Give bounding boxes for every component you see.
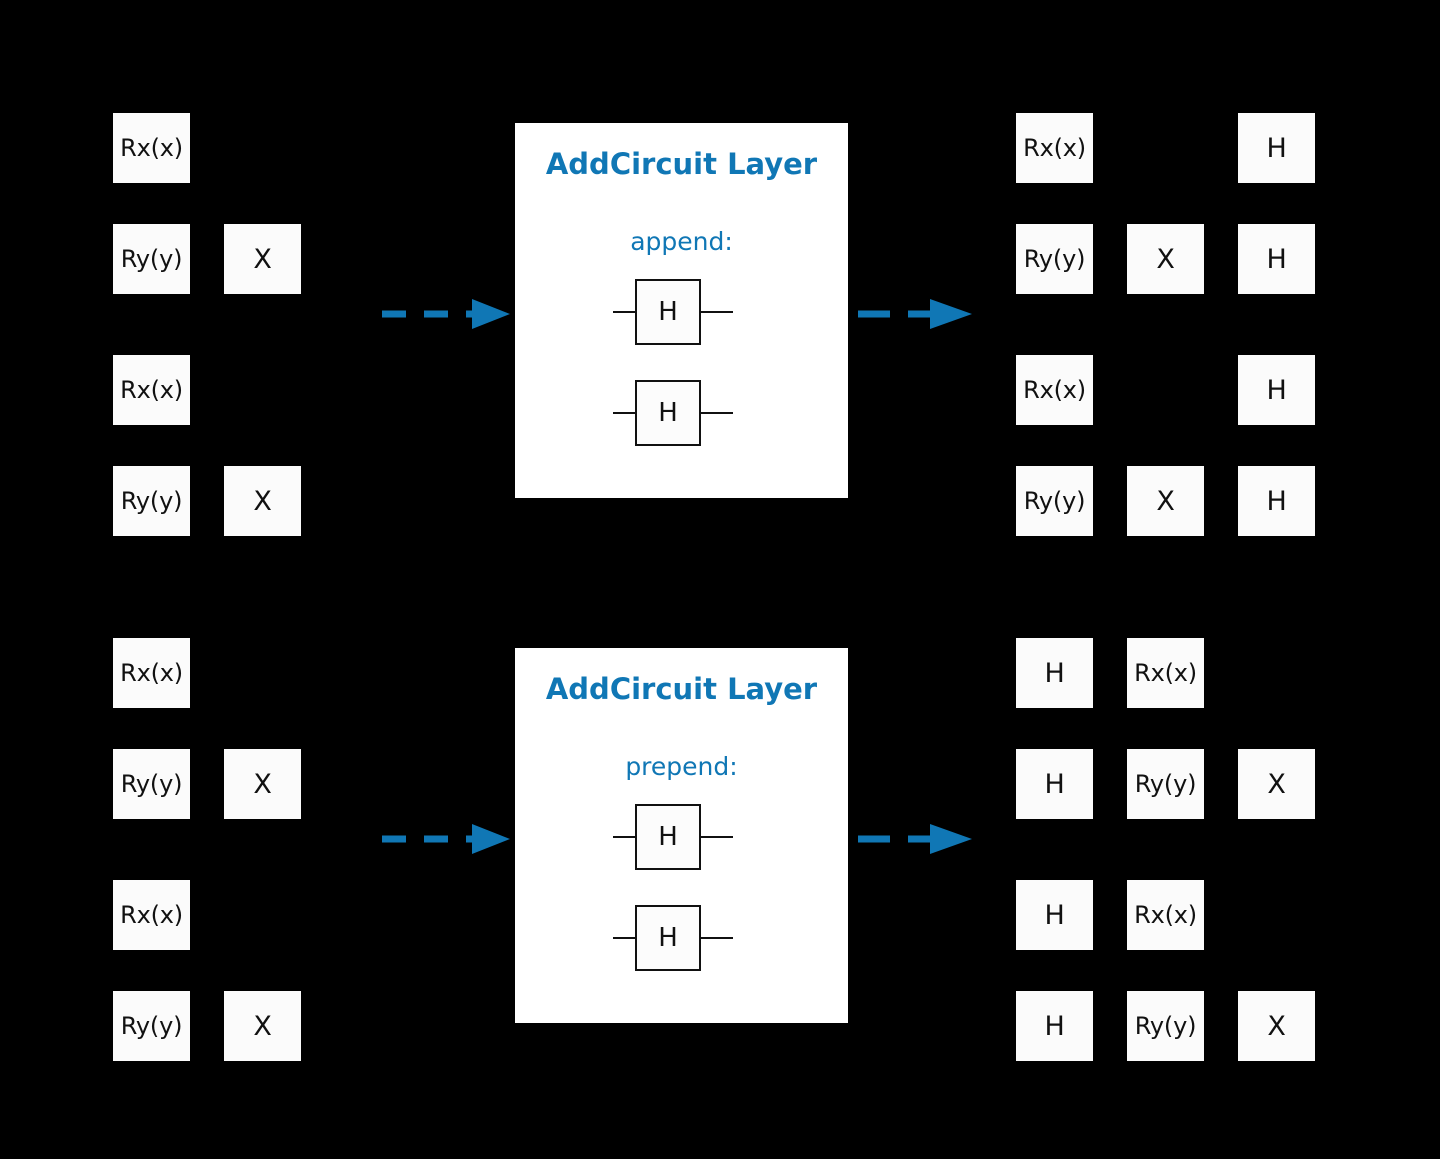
gate-append-in-r3-c1[interactable]: X (224, 466, 301, 536)
arrow-head (930, 824, 972, 854)
gate-prepend-in-r0-c0[interactable]: Rx(x) (113, 638, 190, 708)
gate-append-out-r1-c0[interactable]: Ry(y) (1016, 224, 1093, 294)
arrow-head (930, 299, 972, 329)
append-layer-panel[interactable]: AddCircuit Layer append: H H (515, 123, 848, 498)
prepend-layer-mode-label: prepend: (625, 752, 738, 781)
gate-prepend-out-r2-c0[interactable]: H (1016, 880, 1093, 950)
prepend-layer-panel[interactable]: AddCircuit Layer prepend: H H (515, 648, 848, 1023)
gate-append-in-r2-c0[interactable]: Rx(x) (113, 355, 190, 425)
prepend-mini-gate-0[interactable]: H (635, 804, 701, 870)
gate-prepend-out-r2-c1[interactable]: Rx(x) (1127, 880, 1204, 950)
gate-append-in-r0-c0[interactable]: Rx(x) (113, 113, 190, 183)
gate-append-out-r3-c0[interactable]: Ry(y) (1016, 466, 1093, 536)
prepend-layer-title: AddCircuit Layer (545, 672, 818, 706)
gate-append-out-r1-c1[interactable]: X (1127, 224, 1204, 294)
gate-prepend-out-r1-c1[interactable]: Ry(y) (1127, 749, 1204, 819)
append-layer-title: AddCircuit Layer (545, 147, 818, 181)
arrow-head (472, 824, 510, 854)
append-layer-mode-label: append: (630, 227, 733, 256)
gate-append-out-r0-c0[interactable]: Rx(x) (1016, 113, 1093, 183)
gate-prepend-out-r3-c0[interactable]: H (1016, 991, 1093, 1061)
gate-prepend-in-r1-c0[interactable]: Ry(y) (113, 749, 190, 819)
gate-append-out-r0-c2[interactable]: H (1238, 113, 1315, 183)
gate-prepend-out-r1-c2[interactable]: X (1238, 749, 1315, 819)
gate-append-in-r1-c1[interactable]: X (224, 224, 301, 294)
arrow-layer-to-output-append (858, 299, 972, 329)
append-mini-gate-1[interactable]: H (635, 380, 701, 446)
gate-append-in-r1-c0[interactable]: Ry(y) (113, 224, 190, 294)
gate-append-out-r3-c2[interactable]: H (1238, 466, 1315, 536)
gate-prepend-in-r2-c0[interactable]: Rx(x) (113, 880, 190, 950)
gate-prepend-out-r1-c0[interactable]: H (1016, 749, 1093, 819)
gate-append-out-r2-c2[interactable]: H (1238, 355, 1315, 425)
gate-prepend-out-r0-c1[interactable]: Rx(x) (1127, 638, 1204, 708)
gate-append-in-r3-c0[interactable]: Ry(y) (113, 466, 190, 536)
arrow-input-to-layer-prepend (382, 824, 510, 854)
gate-prepend-in-r1-c1[interactable]: X (224, 749, 301, 819)
gate-prepend-in-r3-c0[interactable]: Ry(y) (113, 991, 190, 1061)
gate-append-out-r1-c2[interactable]: H (1238, 224, 1315, 294)
arrow-head (472, 299, 510, 329)
append-mini-gate-0[interactable]: H (635, 279, 701, 345)
prepend-mini-gate-1[interactable]: H (635, 905, 701, 971)
gate-prepend-in-r3-c1[interactable]: X (224, 991, 301, 1061)
arrow-layer-to-output-prepend (858, 824, 972, 854)
gate-append-out-r3-c1[interactable]: X (1127, 466, 1204, 536)
arrow-input-to-layer-append (382, 299, 510, 329)
gate-prepend-out-r0-c0[interactable]: H (1016, 638, 1093, 708)
gate-append-out-r2-c0[interactable]: Rx(x) (1016, 355, 1093, 425)
gate-prepend-out-r3-c1[interactable]: Ry(y) (1127, 991, 1204, 1061)
gate-prepend-out-r3-c2[interactable]: X (1238, 991, 1315, 1061)
